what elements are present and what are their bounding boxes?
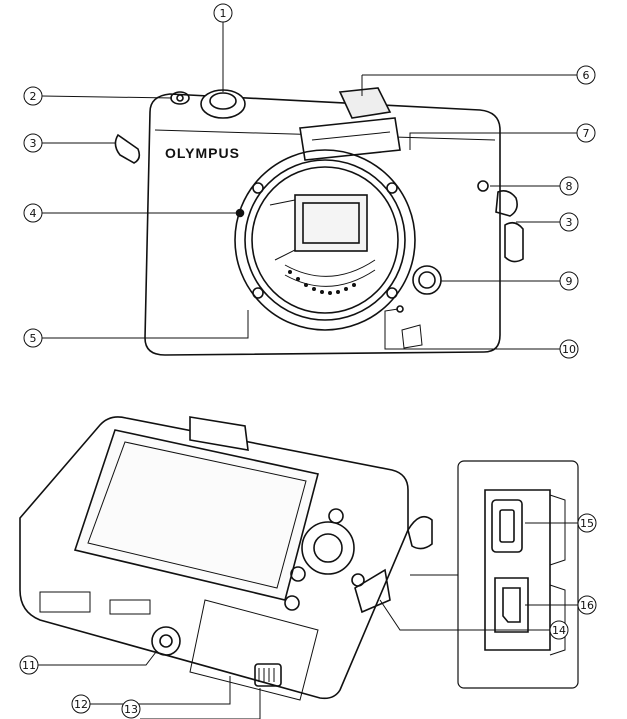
camera-front-view: OLYMPUS: [114, 87, 524, 356]
svg-text:13: 13: [124, 703, 138, 716]
svg-text:1: 1: [220, 7, 227, 20]
svg-text:9: 9: [566, 275, 573, 288]
callout-10: 10: [559, 339, 579, 359]
svg-text:6: 6: [583, 69, 590, 82]
lens-release-button: [412, 265, 442, 295]
callout-13: 13: [121, 699, 141, 719]
svg-text:8: 8: [566, 180, 573, 193]
callout-9: 9: [559, 271, 579, 291]
af-illuminator: [477, 180, 489, 192]
battery-lock: [254, 663, 282, 687]
svg-text:10: 10: [562, 343, 576, 356]
svg-text:3: 3: [566, 216, 573, 229]
svg-text:7: 7: [583, 127, 590, 140]
mount-index: [235, 208, 245, 218]
hot-shoe-cover: [338, 87, 392, 119]
strap-eyelet-left: [114, 133, 141, 164]
callout-3-right: 3: [559, 212, 579, 232]
svg-text:11: 11: [22, 659, 36, 672]
connector-cover: [354, 568, 391, 614]
callout-5: 5: [23, 328, 43, 348]
tripod-socket: [151, 626, 181, 656]
svg-text:14: 14: [552, 624, 566, 637]
lcd-screen: [73, 429, 319, 601]
lens-mount: [234, 149, 416, 331]
callout-7: 7: [576, 123, 596, 143]
callout-8: 8: [559, 176, 579, 196]
svg-text:12: 12: [74, 698, 88, 711]
svg-text:5: 5: [30, 332, 37, 345]
callout-6: 6: [576, 65, 596, 85]
svg-text:2: 2: [30, 90, 37, 103]
hdmi-micro-connector: [494, 577, 529, 633]
camera-rear-bottom-view: [19, 416, 433, 701]
connector-inset: [457, 460, 579, 689]
callout-2: 2: [23, 86, 43, 106]
callout-3-left: 3: [23, 133, 43, 153]
shutter-button: [200, 89, 246, 119]
brand-logo: OLYMPUS: [165, 145, 240, 161]
svg-text:15: 15: [580, 517, 594, 530]
callout-16: 16: [577, 595, 597, 615]
camera-body-front: [144, 93, 501, 356]
callout-4: 4: [23, 203, 43, 223]
svg-text:16: 16: [580, 599, 594, 612]
svg-text:4: 4: [30, 207, 37, 220]
callout-11: 11: [19, 655, 39, 675]
mount-contacts: [288, 270, 356, 295]
svg-text:3: 3: [30, 137, 37, 150]
callout-labels: 1 2 3 3 4 5 6 7: [19, 3, 597, 719]
callout-1: 1: [213, 3, 233, 23]
callout-15: 15: [577, 513, 597, 533]
control-dial: [301, 521, 355, 575]
callout-14: 14: [549, 620, 569, 640]
strap-eyelet-right: [495, 190, 518, 217]
callout-12: 12: [71, 694, 91, 714]
battery-compartment: [189, 599, 319, 701]
multi-connector: [491, 499, 523, 553]
